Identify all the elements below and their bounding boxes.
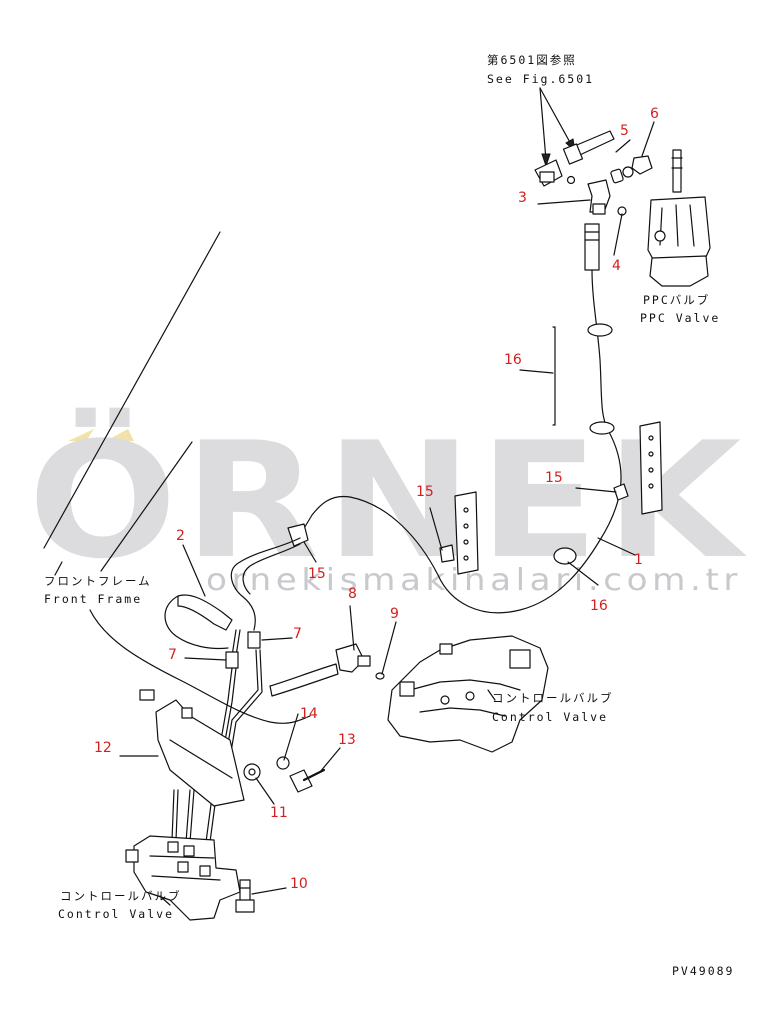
ppc-valve-label-jp: PPCバルブ [643,293,710,307]
callout-3: 3 [518,190,527,206]
callout-13: 13 [338,732,356,748]
front-frame-lines [43,231,221,576]
small-parts [235,756,326,913]
hose-1 [302,269,622,614]
watermark-accent-left [68,429,94,441]
ppc-fittings [534,130,653,271]
callout-9: 9 [390,606,399,622]
callout-16a: 16 [504,352,522,368]
leader-lines [119,121,655,906]
front-frame-label-en: Front Frame [44,592,142,606]
callout-15b: 15 [545,470,563,486]
ppc-valve-label-en: PPC Valve [640,311,720,325]
control-valve-upper-en: Control Valve [492,710,608,724]
watermark-accent-right [106,429,134,441]
upper-control-valve [387,635,549,753]
callout-1: 1 [634,552,643,568]
control-valve-upper-jp: コントロールバルブ [492,691,614,705]
front-frame-label-jp: フロントフレーム [44,574,152,588]
control-valve-lower-en: Control Valve [58,907,174,921]
brackets-15 [287,421,663,575]
callout-16b: 16 [590,598,608,614]
callout-2: 2 [176,528,185,544]
lower-control-valve [125,835,241,921]
callouts: 1 2 3 4 5 6 7 7 8 9 10 11 12 13 14 15 15… [94,106,659,892]
callout-15a: 15 [416,484,434,500]
callout-5: 5 [620,123,629,139]
callout-14: 14 [300,706,318,722]
hose-2 [164,537,301,669]
callout-4: 4 [612,258,621,274]
reference-jp: 第6501図参照 [487,53,577,67]
plate-12 [139,689,245,807]
control-valve-lower-jp: コントロールバルブ [60,889,182,903]
ppc-valve [647,149,711,287]
callout-12: 12 [94,740,112,756]
callout-7b: 7 [168,647,177,663]
hose-8 [269,643,385,697]
watermark-logo: ÖRNEK [28,406,748,594]
callout-15c: 15 [308,566,326,582]
callout-11: 11 [270,805,288,821]
labels: PPCバルブ PPC Valve フロントフレーム Front Frame コン… [44,293,734,978]
callout-10: 10 [290,876,308,892]
callout-7a: 7 [293,626,302,642]
callout-8: 8 [348,586,357,602]
drawing-code: PV49089 [672,964,734,978]
clamps-16 [552,323,615,565]
reference-en: See Fig.6501 [487,72,594,86]
callout-6: 6 [650,106,659,122]
figure-reference: 第6501図参照 See Fig.6501 [487,53,594,168]
watermark: ÖRNEK ornekismakinalari.com.tr [28,406,748,598]
